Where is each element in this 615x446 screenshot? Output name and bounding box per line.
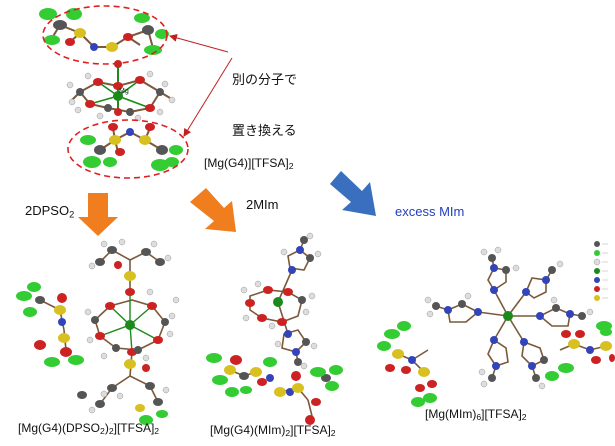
atom-color-legend (593, 241, 608, 301)
upper-tfsa-anion (39, 8, 169, 55)
arrow-excess-mim (330, 171, 376, 216)
replacement-annotation: 別の分子で 置き換える (232, 38, 297, 157)
mg-g4-core (66, 60, 176, 122)
arrow-label-dpso2: 2DPSO2 (25, 203, 75, 220)
product1-structure (16, 238, 180, 425)
lower-tfsa-anion (80, 123, 183, 171)
mg-atom-label: Mg (119, 88, 129, 95)
product2-structure (206, 232, 343, 425)
annotation-line-1: 別の分子で (232, 73, 298, 88)
annotation-pointer-arrows (169, 34, 233, 137)
arrow-dpso2 (78, 193, 118, 236)
arrow-label-mim: 2MIm (246, 197, 279, 212)
starting-complex-label: [Mg(G4)][TFSA]2 (204, 156, 294, 172)
product1-label: [Mg(G4)(DPSO2)2][TFSA]2 (18, 421, 160, 437)
arrow-label-excess-mim: excess MIm (395, 204, 465, 219)
arrow-mim (190, 188, 236, 232)
product3-structure (377, 246, 615, 407)
annotation-line-2: 置き換える (232, 124, 297, 139)
product2-label: [Mg(G4)(MIm)2][TFSA]2 (210, 423, 336, 439)
starting-complex-structure: Mg (39, 5, 189, 179)
product3-label: [Mg(MIm)6][TFSA]2 (425, 407, 527, 423)
